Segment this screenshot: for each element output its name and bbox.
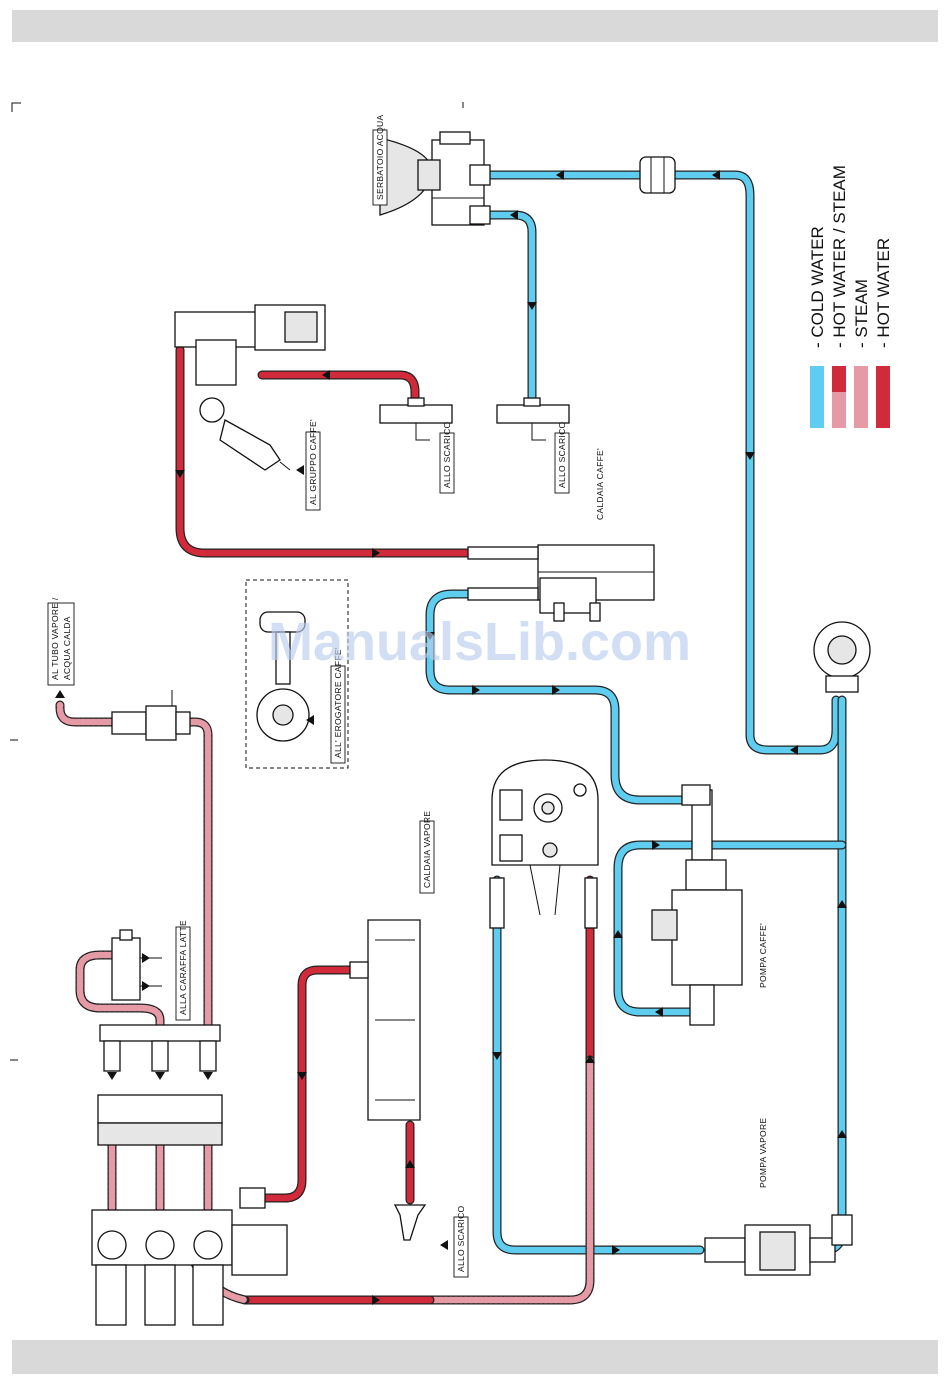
label-al-gruppo-caffe: AL GRUPPO CAFFE' bbox=[306, 419, 320, 510]
svg-text:ALLO SCARICO: ALLO SCARICO bbox=[557, 421, 567, 488]
coffee-pump bbox=[652, 785, 742, 1025]
legend-label-cold-water: - COLD WATER bbox=[808, 226, 827, 348]
corner-mark bbox=[12, 103, 21, 112]
steam-boiler bbox=[490, 760, 598, 928]
svg-text:AL GRUPPO CAFFE': AL GRUPPO CAFFE' bbox=[308, 419, 318, 505]
legend-swatch-cold-water bbox=[810, 366, 824, 428]
inline-filter bbox=[640, 157, 675, 193]
label-caldaia-vapore: CALDAIA VAPORE bbox=[420, 811, 434, 893]
legend-label-hot-water: - HOT WATER bbox=[874, 238, 893, 348]
svg-text:AL TUBO VAPORE /: AL TUBO VAPORE / bbox=[50, 597, 60, 680]
svg-text:CALDAIA CAFFE': CALDAIA CAFFE' bbox=[595, 448, 605, 520]
water-tank bbox=[380, 132, 490, 225]
steam-connector bbox=[112, 690, 190, 740]
cold-pipe-drain bbox=[480, 215, 532, 400]
legend-label-hot-water-steam: - HOT WATER / STEAM bbox=[830, 165, 849, 348]
legend: - COLD WATER - HOT WATER / STEAM - STEAM… bbox=[808, 165, 893, 428]
legend-swatch-steam bbox=[854, 366, 868, 428]
label-pompa-caffe: POMPA CAFFE' bbox=[758, 923, 768, 988]
svg-text:ACQUA CALDA: ACQUA CALDA bbox=[62, 616, 72, 680]
svg-text:POMPA VAPORE: POMPA VAPORE bbox=[758, 1118, 768, 1188]
label-alla-caraffa-latte: ALLA CARAFFA LATTE bbox=[176, 920, 190, 1020]
milk-carafe-valve bbox=[112, 930, 162, 1000]
label-allo-scarico-1: ALLO SCARICO bbox=[440, 421, 454, 493]
label-allo-scarico-3: ALLO SCARICO bbox=[454, 1205, 468, 1277]
watermark: ManualsLib.com bbox=[268, 612, 691, 672]
label-caldaia-caffe: CALDAIA CAFFE' bbox=[595, 448, 605, 520]
svg-text:ALLA CARAFFA LATTE: ALLA CARAFFA LATTE bbox=[178, 920, 188, 1015]
coffee-boiler bbox=[468, 545, 654, 621]
legend-swatch-hot-water-steam-lower bbox=[832, 392, 846, 428]
svg-text:ALLO SCARICO: ALLO SCARICO bbox=[456, 1205, 466, 1272]
label-pompa-vapore: POMPA VAPORE bbox=[758, 1118, 768, 1188]
hot-pipe-drip-tray bbox=[262, 970, 360, 1198]
legend-swatch-hot-water bbox=[876, 366, 890, 428]
steam-pipe-tubo-vapore-end bbox=[60, 705, 120, 722]
svg-text:ALLO SCARICO: ALLO SCARICO bbox=[442, 421, 452, 488]
svg-text:POMPA CAFFE': POMPA CAFFE' bbox=[758, 923, 768, 988]
label-serbatoio-acqua: SERBATOIO ACQUA bbox=[373, 115, 387, 205]
label-allo-scarico-2: ALLO SCARICO bbox=[555, 421, 569, 493]
svg-text:SERBATOIO ACQUA: SERBATOIO ACQUA bbox=[375, 115, 385, 200]
legend-label-steam: - STEAM bbox=[852, 279, 871, 348]
flowmeter bbox=[814, 622, 870, 692]
svg-text:CALDAIA VAPORE: CALDAIA VAPORE bbox=[422, 811, 432, 888]
valve-manifold bbox=[92, 1025, 287, 1325]
coffee-group bbox=[175, 305, 325, 470]
steam-pump bbox=[705, 1215, 852, 1275]
label-al-tubo-vapore: AL TUBO VAPORE / ACQUA CALDA bbox=[48, 597, 74, 685]
